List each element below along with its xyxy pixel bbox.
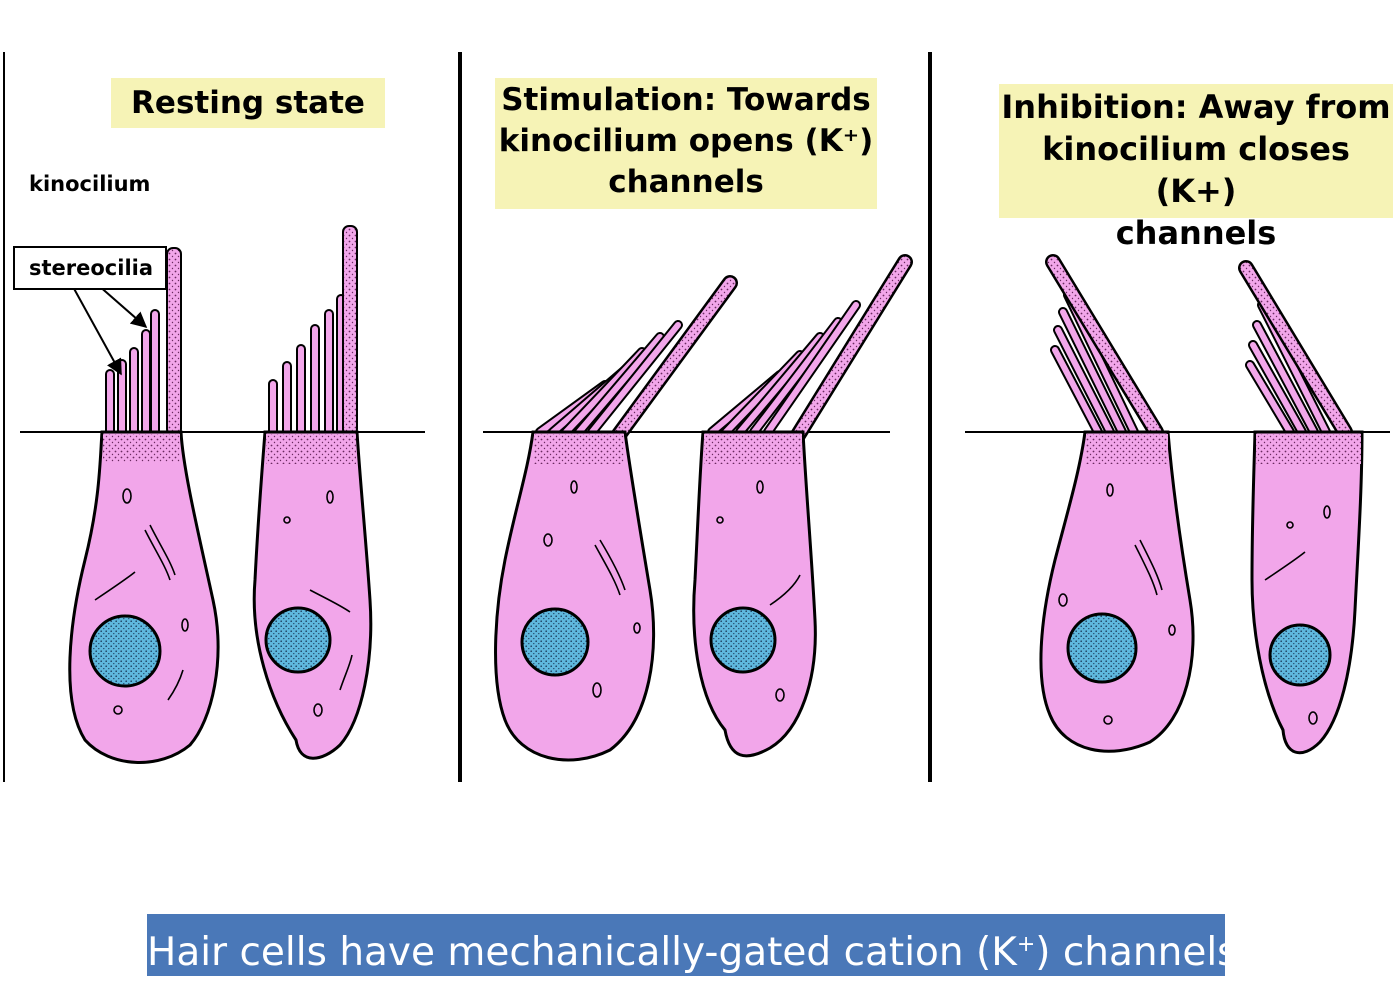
hair-cell-inhibition-2 [1238, 260, 1364, 755]
caption-superscript: + [1016, 932, 1036, 957]
panel-title-line: channels [608, 164, 764, 200]
panel-title-line: Resting state [131, 85, 365, 121]
nucleus [264, 606, 332, 674]
stereocilia-label: stereocilia [13, 246, 167, 290]
panel-title-resting: Resting state [111, 78, 385, 128]
panel-title-line: channels [1115, 214, 1277, 252]
hair-cell-resting-2 [252, 225, 373, 760]
panel-title-line: Inhibition: Away from [1001, 88, 1391, 126]
caption-text-start: Hair cells have mechanically-gated catio… [147, 930, 1017, 975]
caption-banner: Hair cells have mechanically-gated catio… [147, 914, 1238, 976]
nucleus [1268, 623, 1332, 687]
nucleus [1066, 612, 1138, 684]
hair-cell-stimulation-1 [494, 275, 738, 762]
panel-title-line: kinocilium closes (K+) [1042, 130, 1350, 210]
hair-cell-stimulation-2 [692, 254, 913, 758]
caption-text-end: ) channels [1035, 930, 1238, 975]
kinocilium [166, 247, 182, 436]
kinocilium-label: kinocilium [29, 172, 151, 196]
stereocilia-arrow-1 [71, 284, 122, 376]
nucleus [709, 606, 777, 674]
panel-title-stimulation: Stimulation: Towards kinocilium opens (K… [495, 78, 877, 209]
hair-cell-resting-1 [68, 247, 220, 764]
kinocilium [342, 225, 358, 436]
nucleus [88, 614, 162, 688]
stereocilia-arrow-2 [97, 284, 148, 329]
hair-cell-inhibition-1 [1039, 254, 1195, 753]
nucleus [520, 607, 590, 677]
panel-title-inhibition: Inhibition: Away from kinocilium closes … [999, 84, 1393, 252]
panel-title-line: Stimulation: Towards [501, 82, 871, 118]
panel-title-line: kinocilium opens (K⁺) [498, 123, 874, 159]
